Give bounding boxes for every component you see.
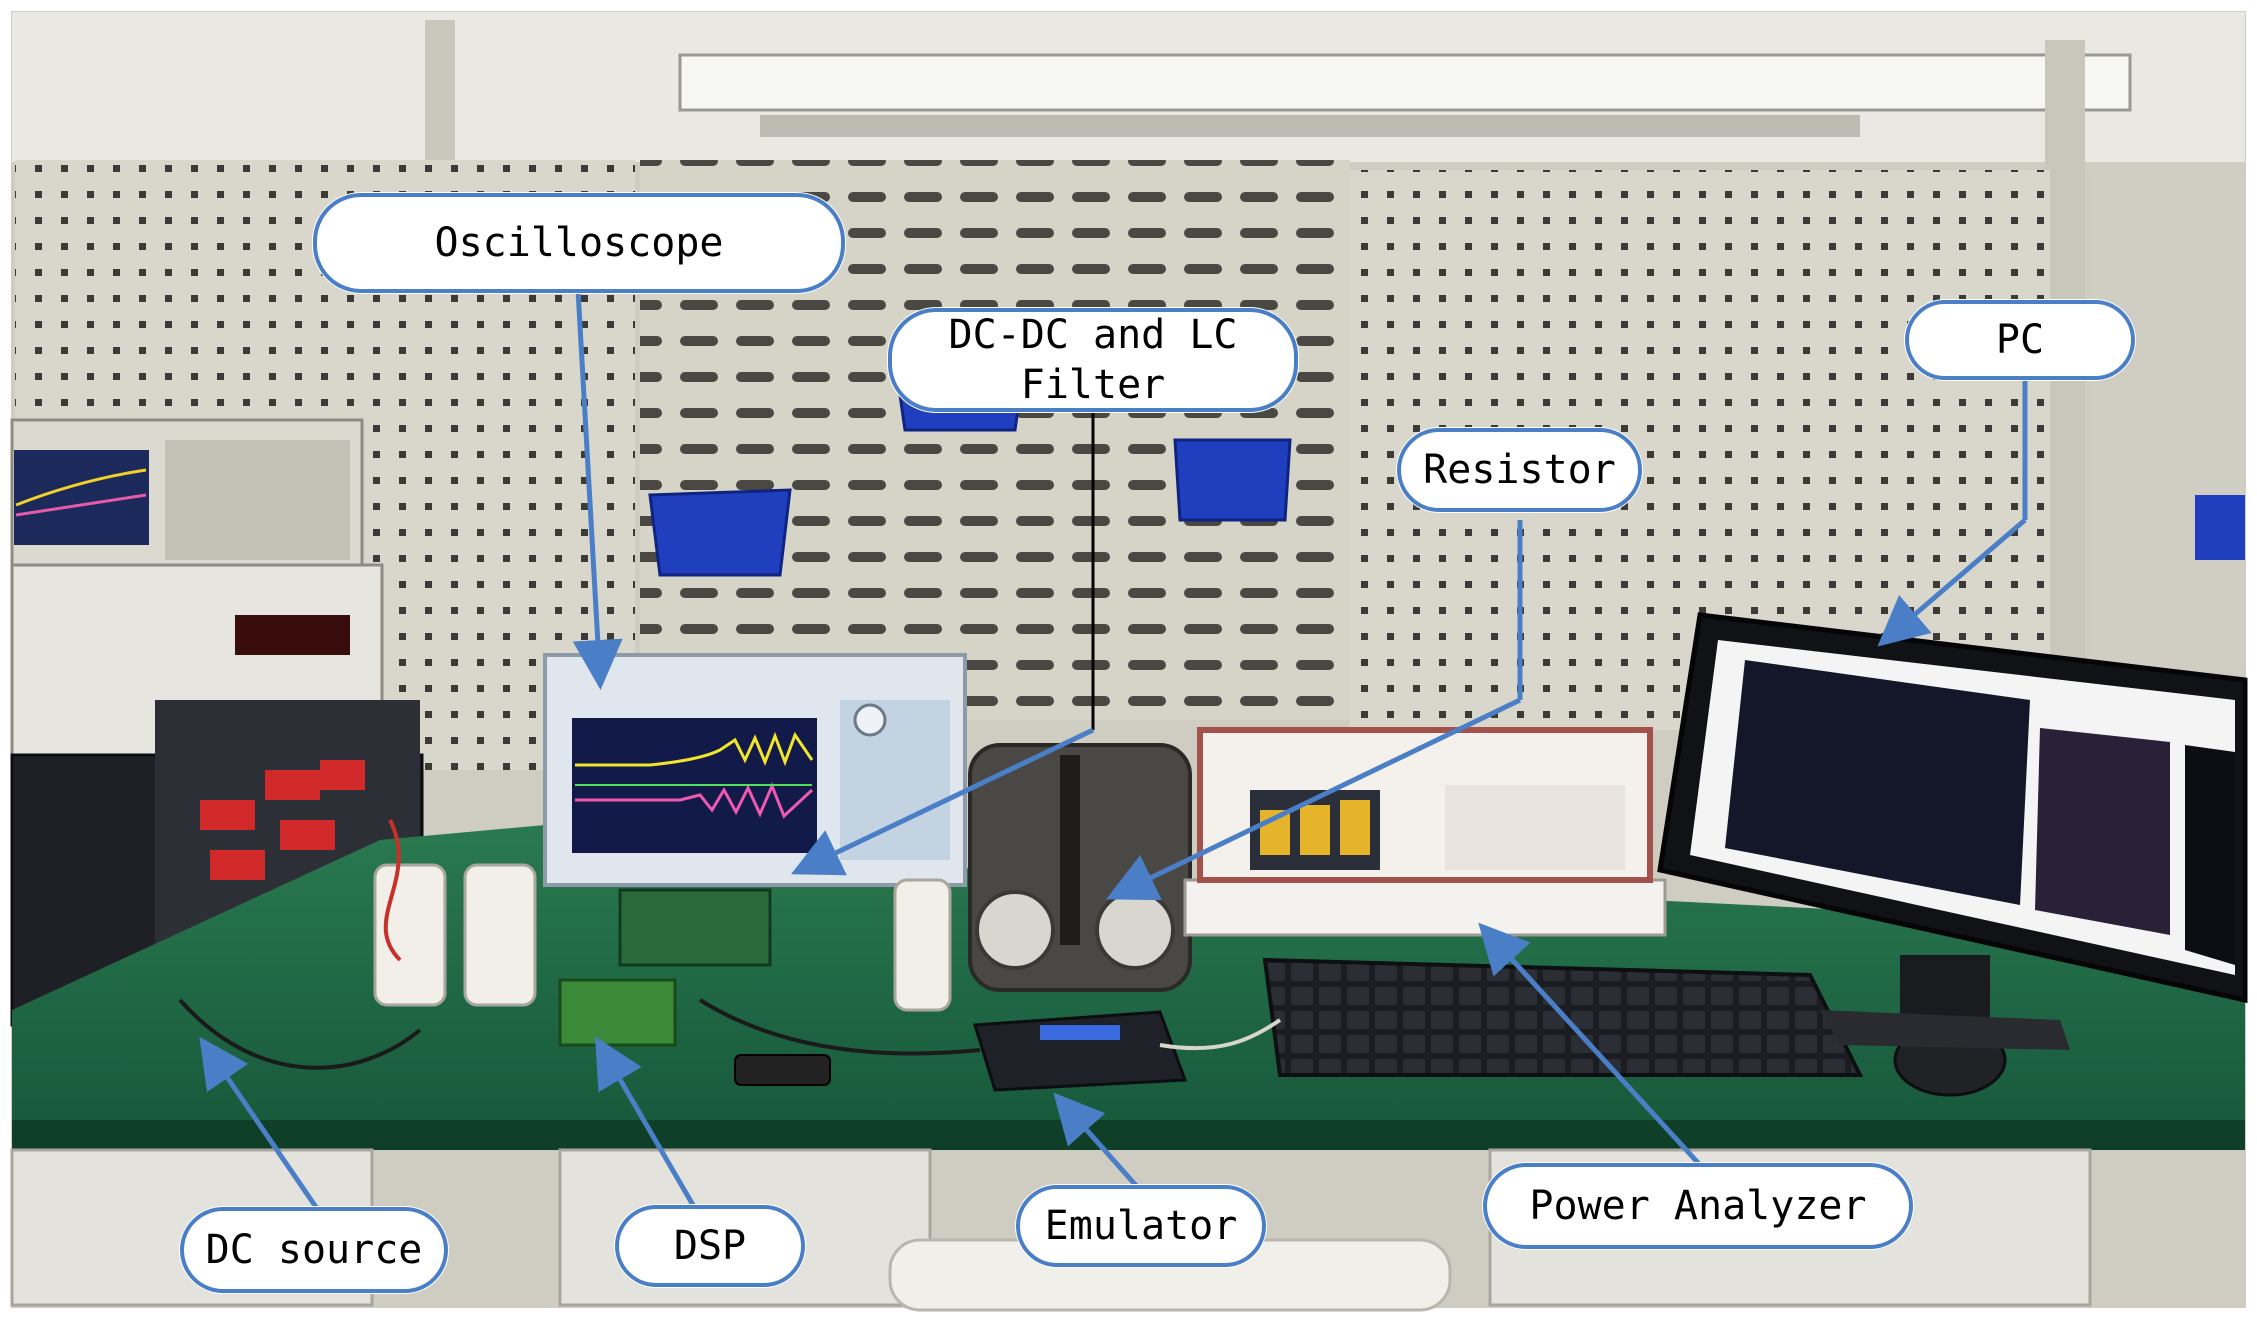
pc-window-2: [2035, 728, 2170, 935]
blue-bin-4: [2195, 495, 2245, 560]
power-analyzer-keypad: [1445, 785, 1625, 870]
power-analyzer-readout-3: [1340, 800, 1370, 855]
power-analyzer-readout-2: [1300, 805, 1330, 855]
small-oscilloscope-trace-1: [15, 468, 147, 507]
overhead-bar: [760, 115, 1860, 137]
dc-supply-display-2: [265, 770, 320, 800]
cable-1: [178, 998, 422, 1070]
power-analyzer-base: [1183, 878, 1667, 937]
pegboard-far-right: [2090, 170, 2245, 670]
arrow-dcdc-filter-tip: [790, 727, 1095, 876]
usb-dongle: [734, 1054, 831, 1086]
callout-oscilloscope: Oscilloscope: [313, 193, 845, 293]
current-probe-2: [463, 863, 537, 1007]
callout-dsp: DSP: [615, 1205, 805, 1287]
callout-resistor: Resistor: [1397, 428, 1642, 512]
emulator-device: [973, 1010, 1188, 1092]
resistor-end-2: [1095, 890, 1175, 970]
cable-2: [698, 998, 981, 1056]
small-oscilloscope-knobs: [165, 440, 350, 560]
pc-window-3: [2185, 745, 2235, 965]
bench-edge: [12, 1120, 2245, 1150]
emulator-label: [1040, 1025, 1120, 1040]
pc-window-1: [1725, 660, 2030, 905]
dsp-board: [558, 978, 677, 1047]
dc-supply-display-3: [320, 760, 365, 790]
oscilloscope-trace-pink: [575, 782, 814, 819]
small-oscilloscope-trace-2: [15, 493, 147, 517]
arrow-emulator: [1053, 1092, 1142, 1192]
dcdc-board: [618, 888, 772, 967]
callout-dcdc-filter: DC-DC and LC Filter: [888, 308, 1298, 412]
cable-red: [383, 819, 402, 962]
arrow-dc-source: [199, 1036, 321, 1212]
oscilloscope-trace-yellow: [575, 731, 814, 767]
blue-bin-1: [648, 488, 792, 577]
resistor-slider: [1060, 755, 1080, 945]
arrow-resistor-tip: [1105, 697, 1522, 901]
pc-monitor-stand: [1900, 955, 1990, 1025]
arrow-power-analyzer: [1478, 922, 1702, 1167]
current-probe-3: [893, 878, 952, 1012]
callout-power-analyzer: Power Analyzer: [1483, 1163, 1913, 1249]
overhead-light: [678, 53, 2132, 112]
callout-emulator: Emulator: [1016, 1185, 1266, 1267]
dc-supply-upper-display: [235, 615, 350, 655]
callout-pc: PC: [1905, 300, 2135, 380]
oscilloscope-knob: [853, 703, 887, 737]
callout-dc-source: DC source: [180, 1207, 448, 1293]
arrow-dsp: [594, 1036, 696, 1207]
arrow-oscilloscope: [572, 289, 623, 690]
arrow-pc-tip: [1877, 518, 2027, 647]
blue-bin-3: [1173, 438, 1292, 522]
dc-supply-display-1: [200, 800, 255, 830]
dc-supply-display-5: [280, 820, 335, 850]
resistor-end-1: [975, 890, 1055, 970]
cable-3: [1159, 1018, 1282, 1051]
pc-monitor-stand-base: [1820, 1010, 2070, 1050]
dc-supply-display-4: [210, 850, 265, 880]
